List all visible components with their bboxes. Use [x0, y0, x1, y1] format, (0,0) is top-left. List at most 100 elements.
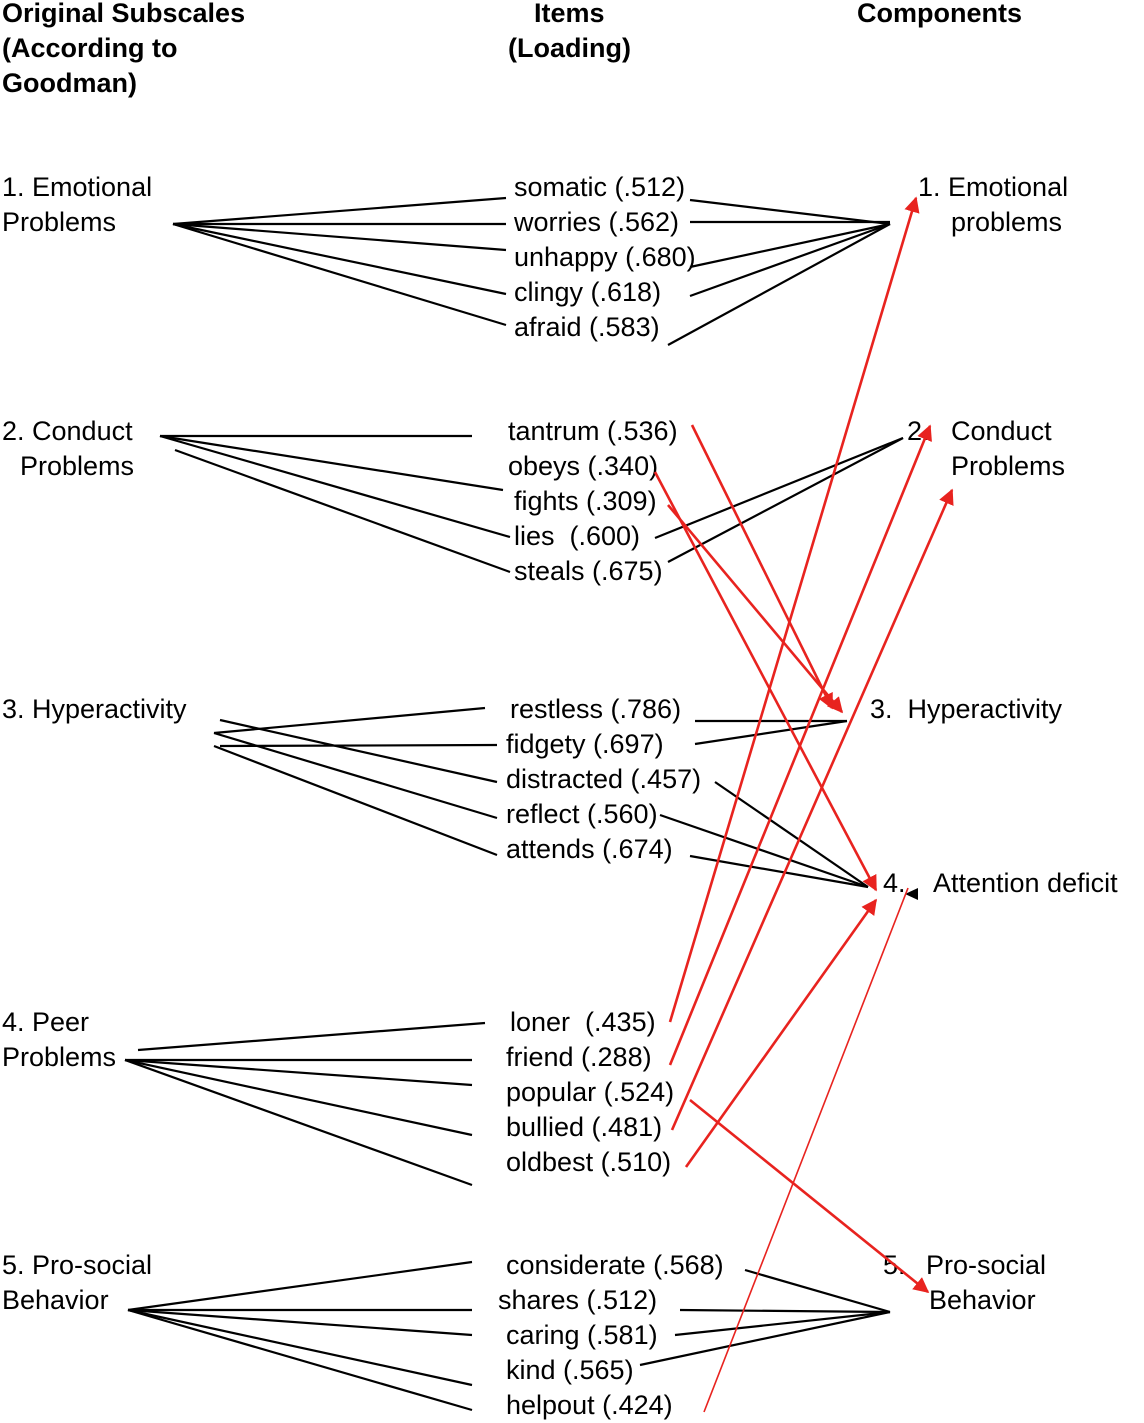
item-fidgety: fidgety (.697) [506, 729, 664, 759]
subscale-label-line: 1. Emotional [2, 172, 152, 202]
link-line [127, 1260, 473, 1312]
header-subscales-line-2: (According to [2, 33, 178, 63]
item-somatic: somatic (.512) [514, 172, 685, 202]
link-line [213, 706, 486, 735]
item-restless: restless (.786) [510, 694, 681, 724]
component-label-line: Pro-social [926, 1250, 1046, 1280]
item-shares: shares (.512) [498, 1285, 657, 1315]
item-friend: friend (.288) [506, 1042, 652, 1072]
arrow-fights-to-hyperactivity [667, 504, 844, 714]
link-line [219, 718, 498, 784]
subscale-label-line: Problems [20, 451, 134, 481]
item-distracted: distracted (.457) [506, 764, 701, 794]
subscale-prosocial-behavior: 5. Pro-social Behavior [2, 1250, 152, 1315]
item-attends: attends (.674) [506, 834, 673, 864]
subscale-label-line: 3. Hyperactivity [2, 694, 187, 724]
component-label-line: 4. [883, 868, 906, 898]
link-line [639, 1310, 891, 1367]
header-items-line-2: (Loading) [508, 33, 631, 63]
item-fights: fights (.309) [514, 486, 657, 516]
item-component-links [639, 198, 918, 1367]
link-line [124, 1058, 473, 1187]
header-components: Components [857, 0, 1022, 28]
link-line [689, 222, 891, 269]
header-items-line-1: Items [534, 0, 605, 28]
item-helpout: helpout (.424) [506, 1390, 673, 1420]
link-line [689, 854, 869, 889]
item-tantrum: tantrum (.536) [508, 416, 678, 446]
item-kind: kind (.565) [506, 1355, 634, 1385]
item-reflect: reflect (.560) [506, 799, 658, 829]
link-line [744, 1268, 891, 1314]
arrow-bullied-to-conduct [670, 488, 954, 1131]
subscale-hyperactivity: 3. Hyperactivity [2, 694, 187, 724]
item-bullied: bullied (.481) [506, 1112, 662, 1142]
subscale-item-links [124, 196, 511, 1412]
component-label-line: problems [951, 207, 1062, 237]
link-line [172, 222, 507, 252]
link-line [172, 222, 507, 327]
arrow-loner-to-emotional [668, 196, 920, 1023]
header-subscales-line-1: Original Subscales [2, 0, 245, 28]
black-arrowhead [905, 888, 918, 900]
subscale-peer-problems: 4. Peer Problems [2, 1007, 116, 1072]
item-steals: steals (.675) [514, 556, 663, 586]
link-line [174, 448, 511, 574]
item-obeys: obeys (.340) [508, 451, 658, 481]
item-loner: loner (.435) [510, 1007, 656, 1037]
arrow-popular-to-prosocial [689, 1098, 930, 1294]
link-line [674, 1310, 891, 1337]
link-line [654, 436, 904, 540]
subscale-label-line: 5. Pro-social [2, 1250, 152, 1280]
component-emotional-problems: 1. Emotional problems [918, 172, 1068, 237]
component-hyperactivity: 3. Hyperactivity [870, 694, 1063, 724]
arrow-friend-to-conduct [668, 424, 932, 1066]
link-line [124, 1058, 473, 1087]
link-line [679, 1308, 891, 1314]
link-line [667, 437, 904, 563]
item-afraid: afraid (.583) [514, 312, 660, 342]
link-line [159, 434, 511, 539]
link-line [213, 731, 498, 820]
arrow-obeys-to-attention [653, 471, 878, 892]
header-subscales-line-3: Goodman) [2, 68, 137, 98]
header-items: Items (Loading) [508, 0, 631, 63]
item-oldbest: oldbest (.510) [506, 1147, 671, 1177]
link-line [124, 1058, 473, 1137]
arrow-oldbest-to-attention [684, 898, 878, 1168]
items-column: somatic (.512) worries (.562) unhappy (.… [498, 172, 724, 1420]
component-label-line: 1. Emotional [918, 172, 1068, 202]
arrow-helpout-to-attention [703, 887, 909, 1413]
subscale-label-line: 2. Conduct [2, 416, 133, 446]
link-line [127, 1308, 473, 1337]
link-line [127, 1308, 473, 1387]
link-line [667, 223, 891, 346]
component-label-line: Attention deficit [933, 868, 1118, 898]
component-conduct-problems: 2. Conduct Problems [907, 416, 1065, 481]
link-line [694, 719, 848, 746]
link-line [127, 1308, 473, 1412]
item-considerate: considerate (.568) [506, 1250, 724, 1280]
component-label-line: 2. [907, 416, 930, 446]
link-line [219, 743, 498, 748]
link-line [659, 813, 869, 889]
component-label-line: Problems [951, 451, 1065, 481]
component-label-line: 3. Hyperactivity [870, 694, 1063, 724]
link-line [714, 781, 869, 888]
subscale-label-line: Problems [2, 1042, 116, 1072]
link-line [689, 198, 891, 226]
link-line [159, 434, 504, 492]
link-line [213, 744, 498, 857]
link-line [172, 222, 507, 296]
subscale-label-line: Behavior [2, 1285, 109, 1315]
component-label-line: Conduct [951, 416, 1052, 446]
link-line [137, 1021, 486, 1052]
item-unhappy: unhappy (.680) [514, 242, 696, 272]
item-worries: worries (.562) [513, 207, 679, 237]
cross-loading-arrows [653, 196, 954, 1413]
header-subscales: Original Subscales (According to Goodman… [2, 0, 245, 98]
subscale-label-line: 4. Peer [2, 1007, 89, 1037]
subscale-emotional-problems: 1. Emotional Problems [2, 172, 152, 237]
component-prosocial-behavior: 5. Pro-social Behavior [883, 1250, 1046, 1315]
